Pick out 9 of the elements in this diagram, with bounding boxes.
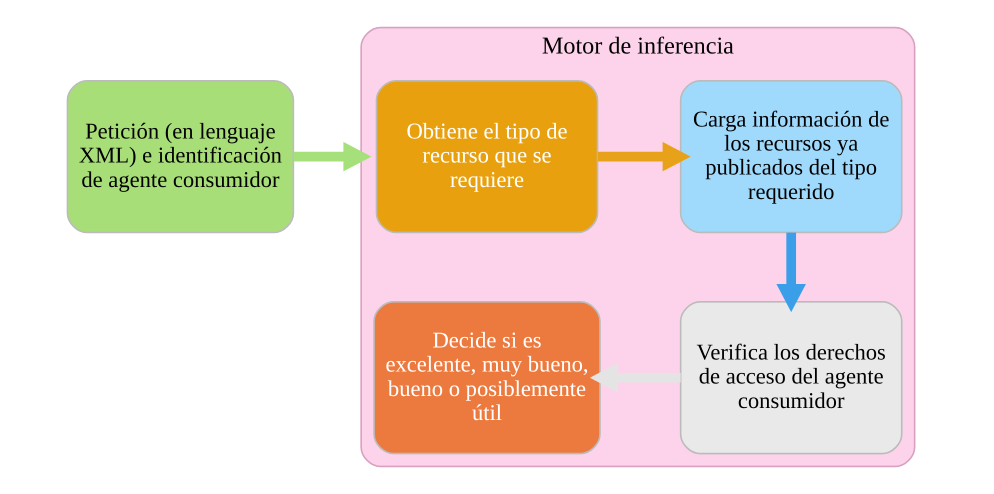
node-box: Verifica los derechos de acceso del agente consumidor bbox=[679, 301, 902, 454]
arrow bbox=[589, 362, 680, 392]
node-box: Obtiene el tipo de recurso que se requiere bbox=[375, 80, 598, 234]
node-box: Petición (en lenguaje XML) e identificación de agente consumidor bbox=[66, 80, 294, 234]
arrow bbox=[597, 142, 690, 172]
node-box: Carga información de los recursos ya publicados del tipo requerido bbox=[679, 80, 902, 234]
arrow bbox=[293, 142, 372, 172]
node-box: Decide si es excelente, muy bueno, bueno o posiblemente útil bbox=[372, 301, 600, 454]
arrow bbox=[776, 232, 806, 312]
